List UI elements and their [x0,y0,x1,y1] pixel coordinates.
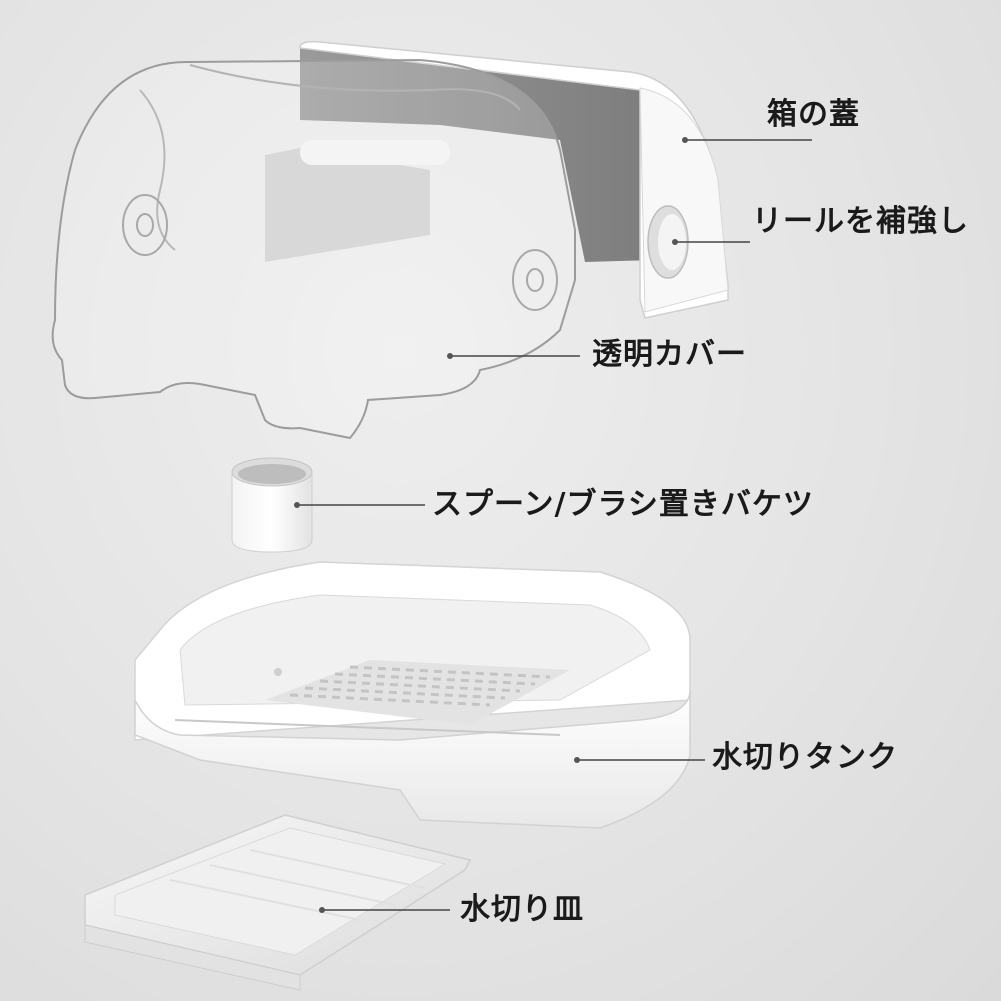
reel-knob [647,205,689,279]
tray-front-edge [84,924,301,991]
label-reel: リールを補強し [752,204,969,239]
cover-top-edge [189,64,521,111]
cover-outline [51,58,576,440]
label-cover: 透明カバー [592,337,747,372]
transparent-cover [51,58,576,440]
cover-inner-edge [139,89,176,251]
draining-tank [134,561,691,829]
lid-end-panel [639,87,729,313]
utensil-bucket [231,457,313,553]
cover-hinge-right [512,249,558,311]
box-lid [265,40,729,319]
cover-hinge-left [122,194,168,256]
label-tray: 水切り皿 [460,892,584,927]
draining-tray [84,814,472,991]
lid-lower-frame [265,148,430,262]
tank-drain-grid [265,660,570,725]
tank-front-lip [174,719,561,736]
leader-lines [294,137,812,913]
label-bucket: スプーン/ブラシ置きバケツ [432,487,814,522]
lid-inner-panel [300,48,655,262]
lid-handle-slot [300,140,450,165]
label-tank: 水切りタンク [712,740,898,775]
tank-drain-hole [274,668,282,676]
label-lid: 箱の蓋 [767,97,860,132]
tank-front-side [134,689,691,829]
tray-ribs [169,849,426,921]
